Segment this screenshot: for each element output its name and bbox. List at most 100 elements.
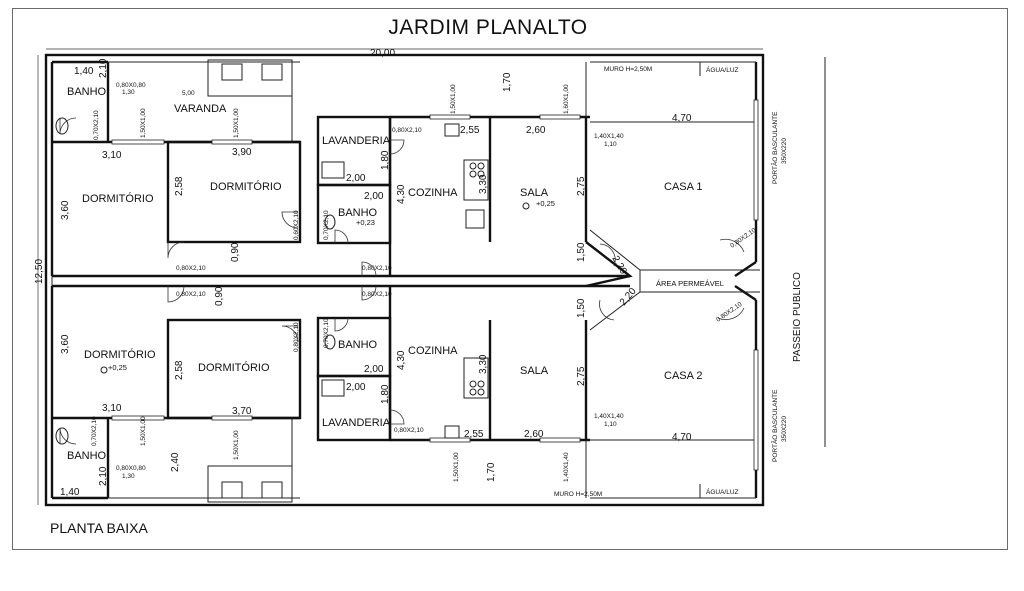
door-spec-c1-hall: 0,80X2,10 <box>362 265 392 272</box>
win-spec-c2-cozinha: 1,50X1,00 <box>453 452 460 482</box>
door-spec-c2-dorm-b: 0,80X2,10 <box>293 322 300 352</box>
dim-overall-depth: 12,50 <box>34 259 45 284</box>
agua-luz-label-2: ÁGUA/LUZ <box>706 487 739 496</box>
door-swings <box>59 117 745 445</box>
dim-c2-2-55: 2,55 <box>464 429 484 440</box>
dim-c1-2-60: 2,60 <box>526 125 546 136</box>
dim-c2-3-30: 3,30 <box>478 354 489 374</box>
dim-c1-3-30: 3,30 <box>478 174 489 194</box>
dim-c2-3-10: 3,10 <box>102 403 122 414</box>
dim-c1-5-00: 5,00 <box>182 90 195 97</box>
door-spec-c2-lav: 0,80X2,10 <box>394 427 424 434</box>
room-label-dormitorio-1a: DORMITÓRIO <box>82 192 154 205</box>
portao-size-2: 350X220 <box>781 416 788 442</box>
room-label-banho-2: BANHO <box>67 450 107 462</box>
dim-c1-2-58: 2,58 <box>174 176 185 196</box>
dim-c2-2-00b: 2,00 <box>346 382 366 393</box>
dim-c2-1-40: 1,40 <box>60 487 80 498</box>
win-spec-c2-varanda-b: 1,50X1,00 <box>233 430 240 460</box>
win-spec-c1-garage-sill: 1,10 <box>604 141 617 148</box>
fixtures <box>55 63 460 499</box>
room-label-dormitorio-1b: DORMITÓRIO <box>210 180 282 193</box>
dim-c1-1-80: 1,80 <box>380 150 391 170</box>
win-spec-c1-banho-sill: 1,30 <box>122 89 135 96</box>
dim-c2-2-75: 2,75 <box>576 366 587 386</box>
room-label-sala-2: SALA <box>520 365 549 377</box>
casa-1-walls <box>50 59 758 276</box>
room-label-banho-1: BANHO <box>67 86 107 98</box>
dim-overall-width: 20,00 <box>370 48 395 59</box>
dim-c1-4-30: 4,30 <box>396 184 407 204</box>
dim-c1-3-90: 3,90 <box>232 147 252 158</box>
level-marker-c1 <box>522 202 530 210</box>
win-spec-c1-varanda-b: 1,50X1,00 <box>233 108 240 138</box>
dim-c1-3-60: 3,60 <box>60 200 71 220</box>
dim-c2-4-70: 4,70 <box>672 432 692 443</box>
door-spec-casa2-entry: 0,80X2,10 <box>715 301 744 324</box>
win-spec-c1-garage: 1,40X1,40 <box>594 133 624 140</box>
muro-label-2: MURO H=2,50M <box>554 491 602 498</box>
dim-c2-3-70: 3,70 <box>232 406 252 417</box>
win-spec-c2-sala: 1,40X1,40 <box>563 452 570 482</box>
win-spec-c1-sala: 1,60X1,00 <box>563 84 570 114</box>
portao-label-1: PORTÃO BASCULANTE <box>770 111 779 184</box>
level-c1-sala: +0,25 <box>536 199 555 208</box>
drawing-frame <box>12 8 1008 550</box>
dim-c1-1-40: 1,40 <box>74 66 94 77</box>
windows <box>111 99 759 471</box>
door-spec-c2-hall: 0,80X2,10 <box>362 291 392 298</box>
dim-c2-0-90: 0,90 <box>214 286 225 306</box>
door-spec-c1-banho: 0,70X2,10 <box>93 110 100 140</box>
portao-label-2: PORTÃO BASCULANTE <box>770 389 779 462</box>
dim-c1-0-90: 0,90 <box>230 242 241 262</box>
room-label-cozinha-2: COZINHA <box>408 345 458 357</box>
win-spec-c1-banho: 0,80X0,80 <box>116 82 146 89</box>
muro-label-1: MURO H=2,50M <box>604 66 652 73</box>
dim-c2-2-10: 2,10 <box>98 466 109 486</box>
dim-c1-1-50: 1,50 <box>576 242 587 262</box>
win-spec-c2-varanda-a: 1,50X1,00 <box>140 416 147 446</box>
door-spec-c1-lav: 0,80X2,10 <box>392 127 422 134</box>
win-spec-c2-banho: 0,80X0,80 <box>116 465 146 472</box>
dim-c2-1-80: 1,80 <box>380 384 391 404</box>
area-permeavel-label: ÁREA PERMEÁVEL <box>656 279 724 288</box>
casa-2-walls <box>50 286 758 503</box>
dim-c2-4-30: 4,30 <box>396 350 407 370</box>
plan-subtitle: PLANTA BAIXA <box>50 520 148 536</box>
door-spec-c1-dorm-b: 0,60X2,10 <box>293 210 300 240</box>
room-label-casa-2: CASA 2 <box>664 370 703 382</box>
level-c2-dormitorio: +0,25 <box>108 363 127 372</box>
room-label-casa-1: CASA 1 <box>664 181 703 193</box>
win-spec-c2-garage: 1,40X1,40 <box>594 413 624 420</box>
room-label-banho-2b: BANHO <box>338 339 378 351</box>
dim-c2-1-70: 1,70 <box>486 462 497 482</box>
room-label-sala-1: SALA <box>520 187 549 199</box>
dim-c1-3-10: 3,10 <box>102 150 122 161</box>
dim-c2-2-58: 2,58 <box>174 360 185 380</box>
dim-c1-2-00b: 2,00 <box>364 191 384 202</box>
lot-boundary <box>37 48 826 507</box>
dim-c1-2-55: 2,55 <box>460 125 480 136</box>
dim-c2-3-60: 3,60 <box>60 334 71 354</box>
room-label-lavanderia-1: LAVANDERIA <box>322 135 391 147</box>
room-label-dormitorio-2a: DORMITÓRIO <box>84 348 156 361</box>
level-marker-c2 <box>100 366 108 374</box>
dim-c1-4-70: 4,70 <box>672 113 692 124</box>
door-spec-casa1-entry: 0,80X2,10 <box>729 227 758 250</box>
room-label-cozinha-1: COZINHA <box>408 187 458 199</box>
win-spec-c2-banho-sill: 1,30 <box>122 473 135 480</box>
dim-c1-1-70: 1,70 <box>502 72 513 92</box>
passeio-publico-label: PASSEIO PUBLICO <box>792 272 803 362</box>
win-spec-c1-cozinha: 1,50X1,00 <box>450 84 457 114</box>
room-label-varanda-1: VARANDA <box>174 103 227 115</box>
room-label-banho-1b: BANHO <box>338 207 378 219</box>
dim-center-2-20a: 2,20 <box>618 286 639 308</box>
portao-size-1: 350X220 <box>781 138 788 164</box>
dim-c1-2-00a: 2,00 <box>346 173 366 184</box>
dim-c1-2-10: 2,10 <box>98 58 109 78</box>
win-spec-c1-varanda-a: 1,50X1,00 <box>140 108 147 138</box>
page-title: JARDIM PLANALTO <box>388 16 588 39</box>
dim-c2-1-50: 1,50 <box>576 298 587 318</box>
dim-c1-2-75: 2,75 <box>576 176 587 196</box>
